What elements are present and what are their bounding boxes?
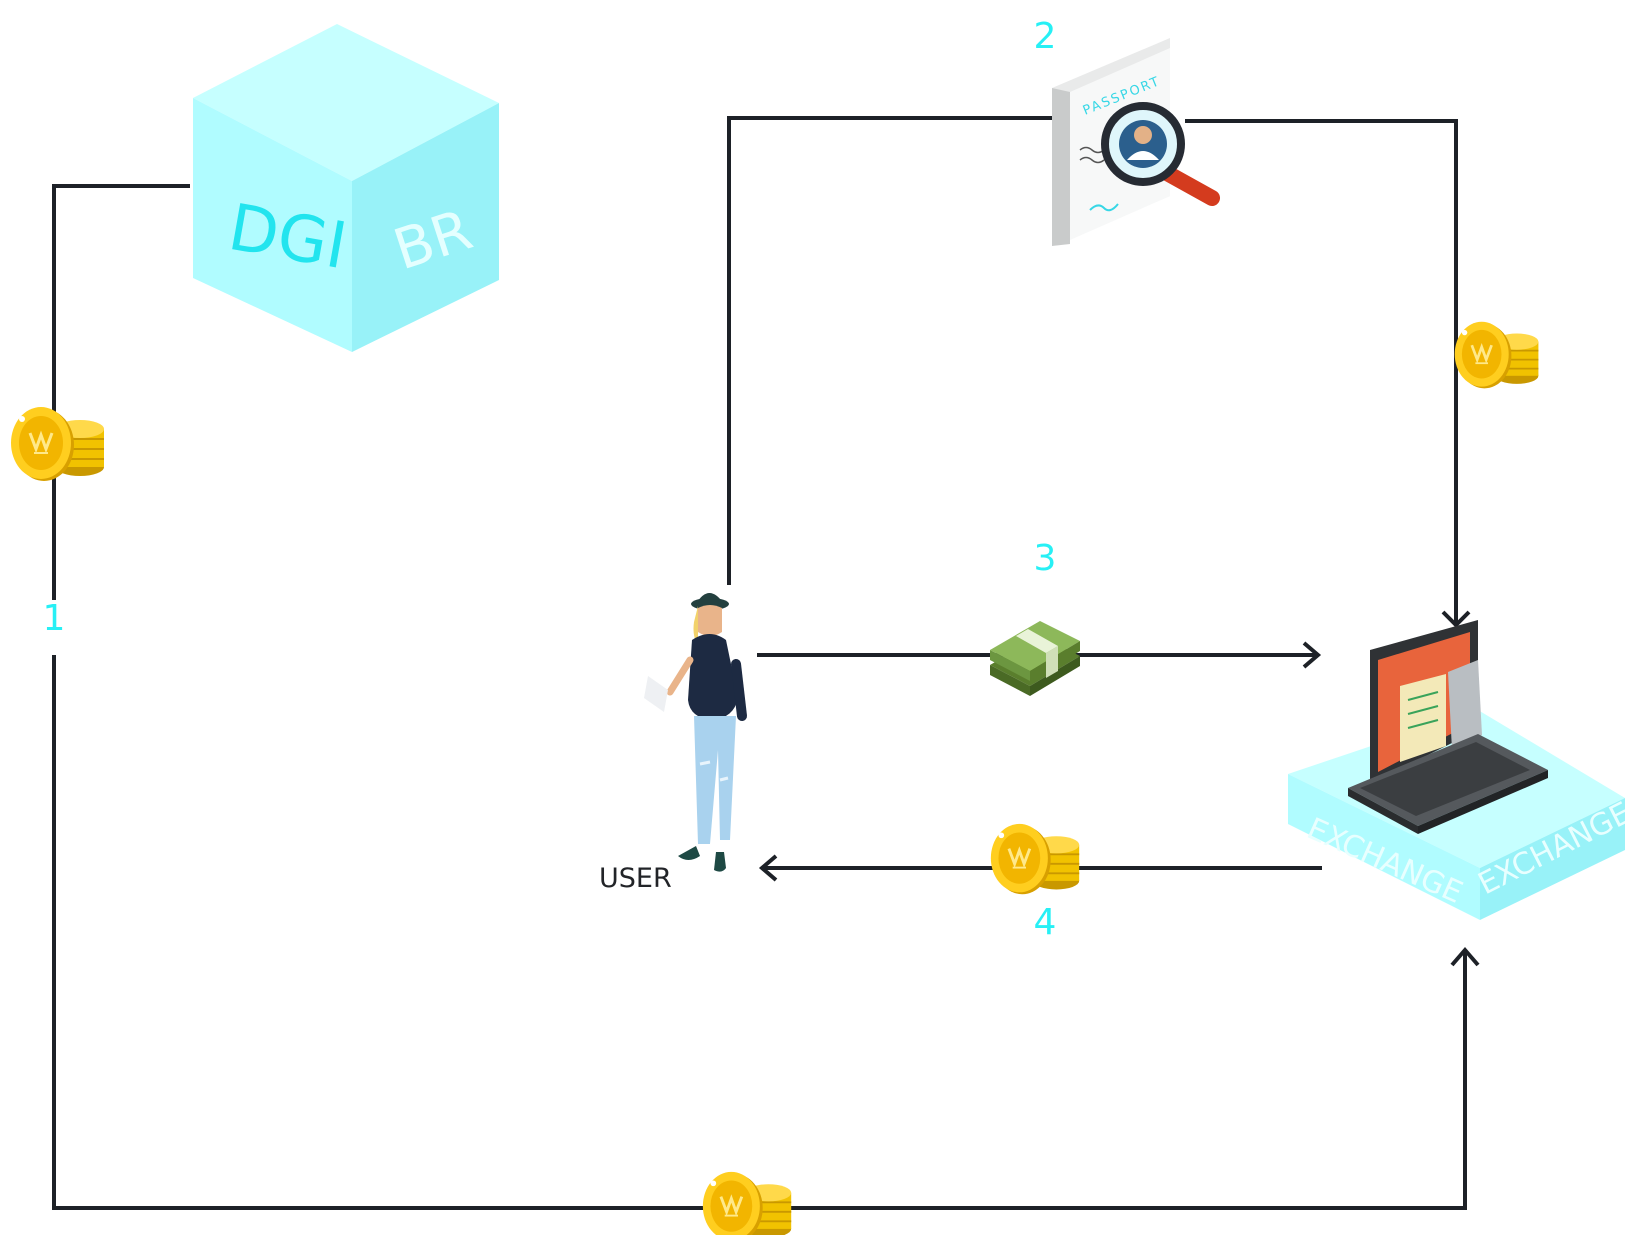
step-4-label: 4 <box>1034 902 1057 943</box>
cash-stack-icon <box>990 621 1080 696</box>
coin-stack-icon <box>701 1170 793 1235</box>
coin-stack-icon <box>1453 320 1540 390</box>
connector-cube-left <box>52 184 190 600</box>
connector-left-bottom <box>52 655 1467 1210</box>
connector-passport-right <box>1185 119 1458 625</box>
connector-user-up <box>727 116 1055 585</box>
step-3-label: 3 <box>1034 538 1057 579</box>
arrowhead-down-exchange <box>1441 610 1471 628</box>
laptop-vault-icon: EXCHANGE EXCHANGE <box>1288 620 1625 920</box>
arrowhead-up-exchange <box>1450 946 1480 967</box>
arrowhead-left-user <box>758 854 778 882</box>
user-label: USER <box>599 863 672 894</box>
passport-search-icon: PASSPORT <box>1052 38 1220 246</box>
user-person-icon <box>644 593 747 872</box>
cube-icon: DGI BR <box>193 24 499 352</box>
step-2-label: 2 <box>1034 16 1057 57</box>
step-1-label: 1 <box>43 598 66 639</box>
coin-stack-icon <box>989 822 1081 896</box>
coin-stack-icon <box>9 405 106 483</box>
arrowhead-right-exchange <box>1302 641 1322 669</box>
